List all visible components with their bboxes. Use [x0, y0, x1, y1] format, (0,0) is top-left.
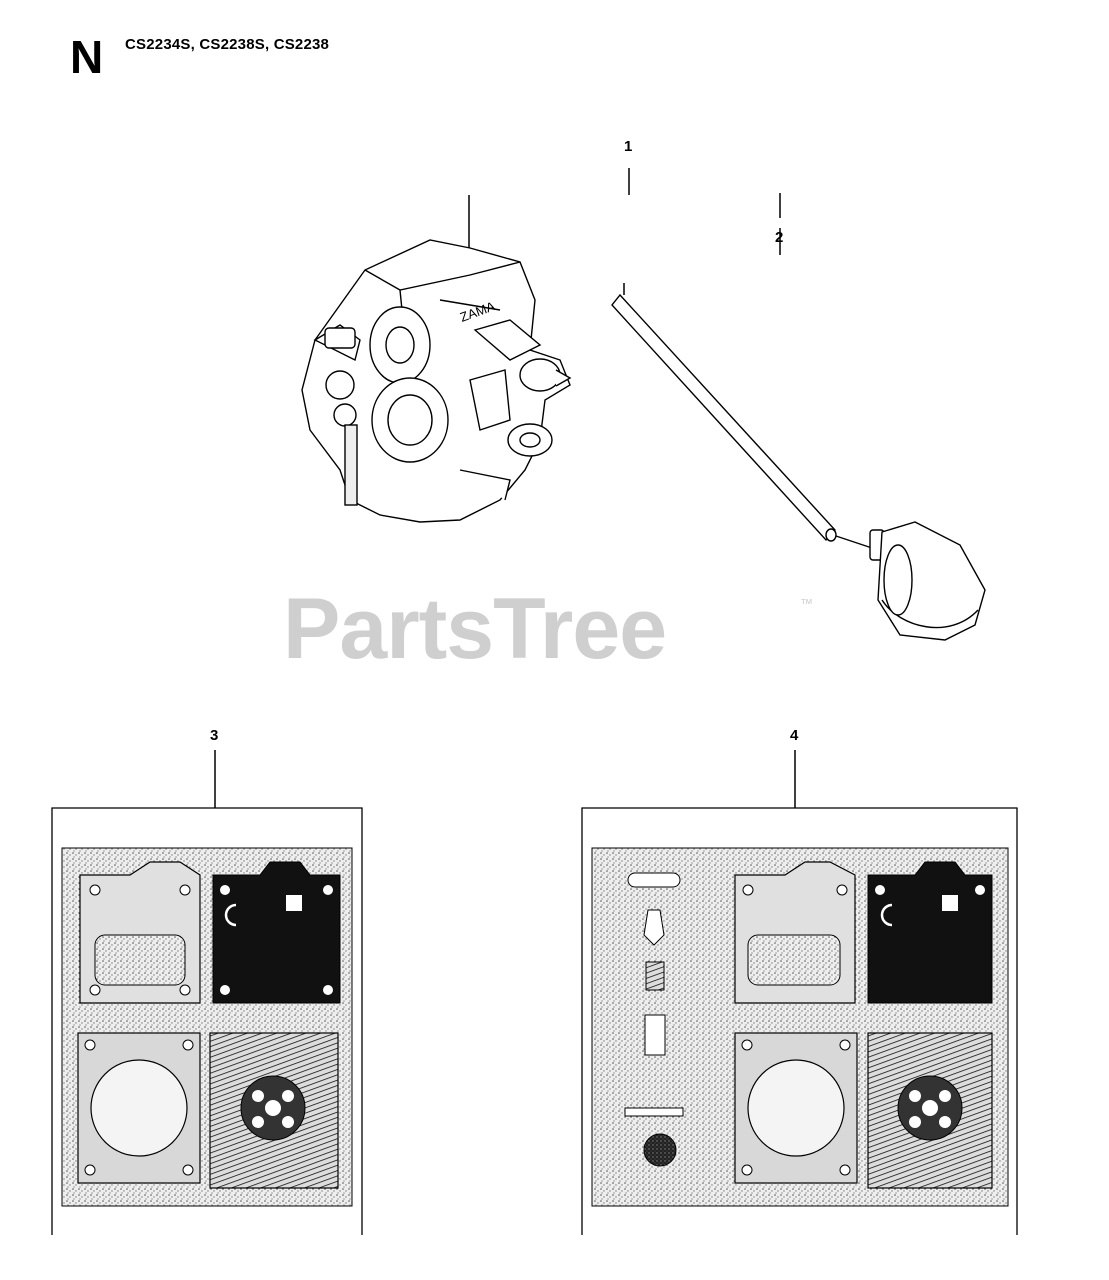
leader-lines [214, 168, 796, 808]
model-list: CS2234S, CS2238S, CS2238 [125, 36, 330, 53]
callout-3[interactable]: 3 [210, 727, 219, 744]
carburetor-drawing: ZAMA [301, 239, 572, 523]
section-letter: N [70, 31, 104, 83]
primer-bulb-drawing [611, 293, 986, 641]
watermark-text: PartsTree [283, 581, 667, 677]
gasket-kit-3-drawing [51, 807, 363, 1235]
watermark-trademark: ™ [800, 596, 813, 611]
callout-4[interactable]: 4 [790, 727, 799, 744]
callout-1[interactable]: 1 [624, 138, 633, 155]
repair-kit-4-drawing [581, 807, 1018, 1235]
callout-2[interactable]: 2 [775, 229, 784, 246]
